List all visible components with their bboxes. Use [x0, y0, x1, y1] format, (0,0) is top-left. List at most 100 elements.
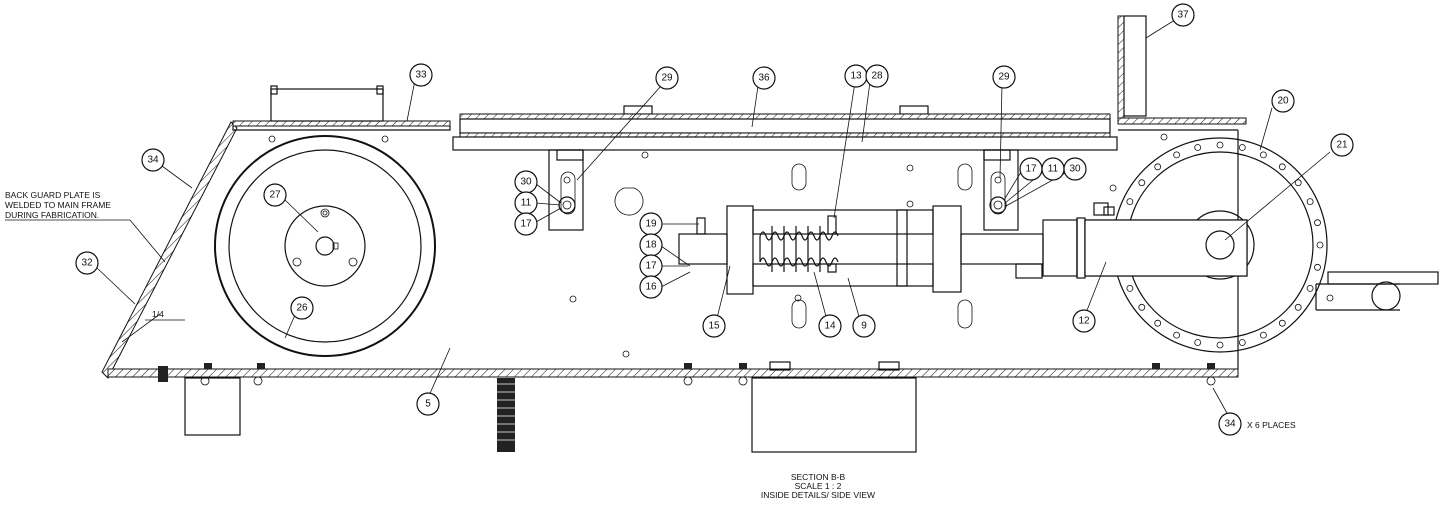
- sprocket-hole: [1306, 284, 1314, 292]
- svg-text:15: 15: [708, 321, 720, 332]
- svg-text:17: 17: [645, 261, 657, 272]
- guard-bracket: [1117, 15, 1247, 125]
- balloon-37: 37: [1171, 3, 1195, 27]
- balloon-9: 9: [852, 314, 876, 338]
- svg-text:5: 5: [425, 399, 431, 410]
- svg-text:13: 13: [850, 71, 862, 82]
- svg-text:28: 28: [871, 71, 883, 82]
- sprocket-hole: [1154, 319, 1162, 327]
- sprocket-hole: [1154, 163, 1162, 171]
- sprocket-hole: [1173, 331, 1180, 339]
- sprocket-hole: [1194, 339, 1202, 346]
- sprocket-hole: [1138, 179, 1146, 187]
- sprocket-hole: [1126, 284, 1134, 292]
- sprocket-hole: [1260, 331, 1267, 339]
- balloon-28: 28: [865, 64, 889, 88]
- top-rail-assembly: [452, 105, 1118, 151]
- svg-text:29: 29: [998, 72, 1010, 83]
- sprocket-hole: [1278, 163, 1286, 171]
- balloon-30: 30: [1063, 157, 1087, 181]
- sprocket-hole: [1306, 198, 1314, 206]
- balloon-26: 26: [290, 296, 314, 320]
- balloon-11: 11: [514, 191, 538, 215]
- sprocket-hole: [1216, 141, 1224, 149]
- sprocket-hole: [1216, 341, 1224, 349]
- balloon-33: 33: [409, 63, 433, 87]
- svg-text:30: 30: [1069, 164, 1081, 175]
- svg-text:19: 19: [645, 219, 657, 230]
- balloon-34: 34: [1218, 412, 1242, 436]
- balloon-14: 14: [818, 314, 842, 338]
- balloon-36: 36: [752, 66, 776, 90]
- balloon-15: 15: [702, 314, 726, 338]
- view-label: INSIDE DETAILS/ SIDE VIEW: [761, 490, 875, 500]
- sprocket-hole: [1314, 219, 1321, 227]
- balloon-30: 30: [514, 170, 538, 194]
- balloon-16: 16: [639, 275, 663, 299]
- balloon-32: 32: [75, 251, 99, 275]
- svg-text:18: 18: [645, 240, 657, 251]
- sprocket-hole: [1278, 319, 1286, 327]
- svg-text:34: 34: [1224, 419, 1236, 430]
- sprocket-hole: [1314, 263, 1321, 271]
- balloon-21: 21: [1330, 133, 1354, 157]
- sprocket-hole: [1138, 303, 1146, 311]
- back-guard-note-line2: WELDED TO MAIN FRAME: [5, 200, 111, 210]
- svg-text:17: 17: [520, 219, 532, 230]
- svg-text:27: 27: [269, 190, 281, 201]
- svg-text:14: 14: [824, 321, 836, 332]
- balloon-5: 5: [416, 392, 440, 416]
- idler-sprocket: [1076, 137, 1328, 353]
- sprocket-hole: [1260, 151, 1267, 159]
- back-guard-note-line1: BACK GUARD PLATE IS: [5, 190, 101, 200]
- balloon-11: 11: [1041, 157, 1065, 181]
- balloon-20: 20: [1271, 89, 1295, 113]
- svg-text:29: 29: [661, 73, 673, 84]
- drive-wheel: [214, 135, 436, 357]
- svg-text:26: 26: [296, 303, 308, 314]
- section-title: SECTION B-B: [791, 472, 846, 482]
- svg-text:34: 34: [147, 155, 159, 166]
- left-adjust-bracket: [548, 149, 584, 231]
- sprocket-hole: [1294, 179, 1302, 187]
- svg-text:16: 16: [645, 282, 657, 293]
- sprocket-hole: [1294, 303, 1302, 311]
- svg-text:9: 9: [861, 321, 867, 332]
- bottom-bolts: [158, 361, 1216, 386]
- leader-lines: [5, 17, 1331, 416]
- sprocket-hole: [1194, 144, 1202, 151]
- back-guard-note-line3: DURING FABRICATION.: [5, 210, 99, 220]
- side-roller: [1315, 271, 1439, 311]
- svg-text:32: 32: [81, 258, 93, 269]
- svg-text:37: 37: [1177, 10, 1189, 21]
- sprocket-hole: [1316, 241, 1324, 249]
- sprocket-hole: [1126, 198, 1134, 206]
- balloon-17: 17: [639, 254, 663, 278]
- svg-text:12: 12: [1078, 316, 1090, 327]
- scale-label: SCALE 1 : 2: [795, 481, 842, 491]
- svg-text:21: 21: [1336, 140, 1348, 151]
- balloon-17: 17: [1019, 157, 1043, 181]
- right-adjust-bracket: [983, 149, 1019, 231]
- sprocket-hole: [1238, 339, 1246, 346]
- main-frame: [101, 85, 1334, 453]
- balloon-29: 29: [992, 65, 1016, 89]
- tensioner-assembly: [678, 205, 1044, 295]
- sprocket-hole: [1238, 144, 1246, 151]
- weld-size-label: 1/4: [152, 309, 164, 319]
- svg-text:11: 11: [521, 198, 532, 209]
- balloon-13: 13: [844, 64, 868, 88]
- balloon-29: 29: [655, 66, 679, 90]
- balloon-18: 18: [639, 233, 663, 257]
- balloon-17: 17: [514, 212, 538, 236]
- svg-text:11: 11: [1048, 164, 1059, 175]
- threaded-rod: [497, 378, 515, 452]
- places-note: X 6 PLACES: [1247, 420, 1296, 430]
- svg-text:33: 33: [415, 70, 427, 81]
- balloon-34: 34: [141, 148, 165, 172]
- balloon-19: 19: [639, 212, 663, 236]
- balloon-12: 12: [1072, 309, 1096, 333]
- svg-text:20: 20: [1277, 96, 1289, 107]
- svg-text:36: 36: [758, 73, 770, 84]
